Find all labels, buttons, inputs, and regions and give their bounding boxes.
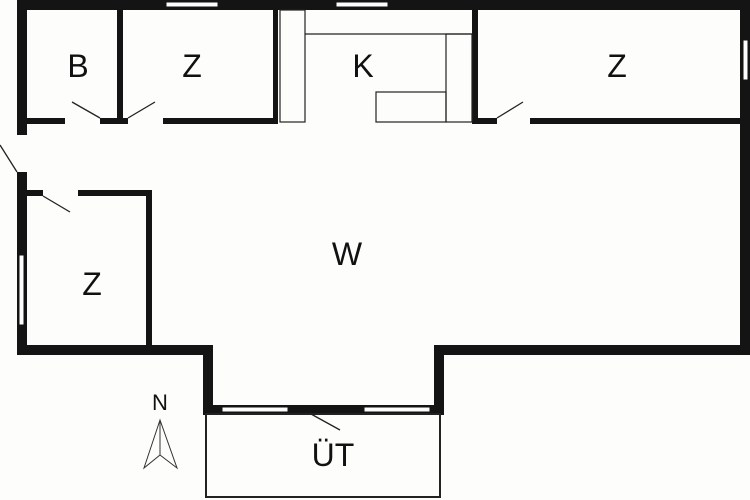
wall-segment <box>472 118 497 124</box>
terrace-outline <box>205 413 441 498</box>
wall-k-z <box>472 10 478 124</box>
door-swing <box>496 101 524 119</box>
wall-right <box>740 0 750 355</box>
wall-segment <box>530 118 740 124</box>
wall-step-left <box>203 345 213 415</box>
room-label-bathroom: B <box>67 48 89 84</box>
wall-segment <box>100 118 128 124</box>
door-swing <box>0 144 18 173</box>
window <box>742 39 749 81</box>
window <box>221 406 289 413</box>
wall-segment <box>27 190 43 196</box>
door-swing <box>127 101 156 119</box>
counter <box>375 91 447 123</box>
wall-z-k <box>273 10 278 124</box>
window <box>165 1 219 8</box>
windows <box>18 1 749 413</box>
door-swing <box>71 101 101 119</box>
room-label-living: W <box>331 236 363 272</box>
window <box>363 406 431 413</box>
wall-b-z <box>117 10 123 124</box>
wall-step-right <box>434 345 444 415</box>
cabinet <box>279 9 306 123</box>
room-label-left: Z <box>82 266 102 302</box>
counter <box>445 33 473 123</box>
room-label-top-left: Z <box>182 48 202 84</box>
wall-bottom-right <box>434 345 750 355</box>
wall-segment <box>27 118 65 124</box>
room-label-kitchen: K <box>352 48 374 84</box>
room-label-top-right: Z <box>607 48 627 84</box>
fixtures <box>205 9 473 498</box>
north-arrow-icon <box>142 418 179 470</box>
door-swing <box>42 195 71 213</box>
door-swing <box>310 413 341 431</box>
room-label-terrace: ÜT <box>311 437 355 473</box>
walls <box>17 0 750 415</box>
wall-bottom-left <box>17 345 213 355</box>
window <box>335 1 389 8</box>
wall-terrace <box>203 405 444 414</box>
wall-left-room <box>146 190 152 350</box>
window <box>18 254 25 326</box>
wall-segment <box>163 118 278 124</box>
wall-segment <box>78 190 152 196</box>
doors <box>0 101 524 431</box>
compass-label: N <box>152 390 168 415</box>
wall-left-upper <box>17 0 27 135</box>
